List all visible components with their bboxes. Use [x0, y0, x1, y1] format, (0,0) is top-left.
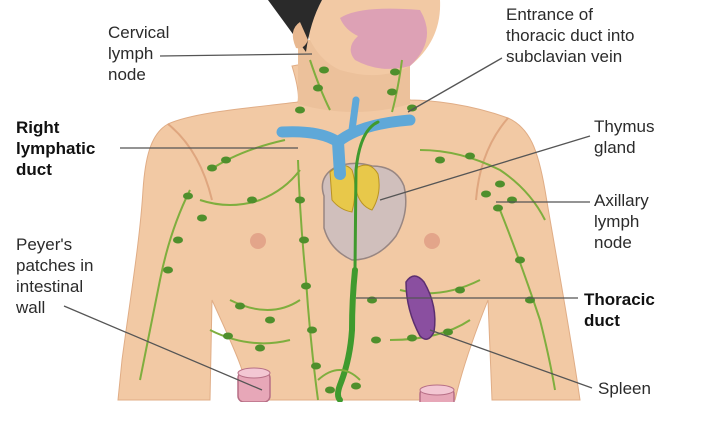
label-peyers-patches: Peyer's patches in intestinal wall [16, 235, 94, 317]
ear [292, 22, 308, 49]
shoulder-shadow-right [475, 117, 509, 201]
thoracic-duct-upper [353, 120, 380, 272]
label-thoracic-duct-entrance: Entrance of thoracic duct into subclavia… [506, 5, 635, 66]
nipple-right [424, 233, 440, 249]
hair [268, 0, 322, 52]
label-thymus-gland: Thymus gland [594, 117, 655, 157]
label-cervical-lymph-node: Cervical lymph node [108, 23, 170, 84]
shoulder-shadow-left [167, 123, 213, 201]
throat-pink [340, 8, 428, 69]
thymus-right-lobe [355, 164, 380, 211]
nipple-left [250, 233, 266, 249]
lymph-nodes [163, 66, 535, 394]
label-right-lymphatic-duct: Right lymphatic duct [16, 118, 96, 179]
label-spleen: Spleen [598, 379, 651, 398]
label-thoracic-duct: Thoracic duct [584, 290, 655, 330]
leader-lines [63, 53, 593, 391]
superior-vena-cava [332, 136, 346, 180]
thoracic-duct-vessel [335, 267, 358, 403]
jugular-vein [348, 96, 360, 134]
bottom-margin [0, 402, 718, 422]
label-axillary-lymph-node: Axillary lymph node [594, 191, 649, 252]
